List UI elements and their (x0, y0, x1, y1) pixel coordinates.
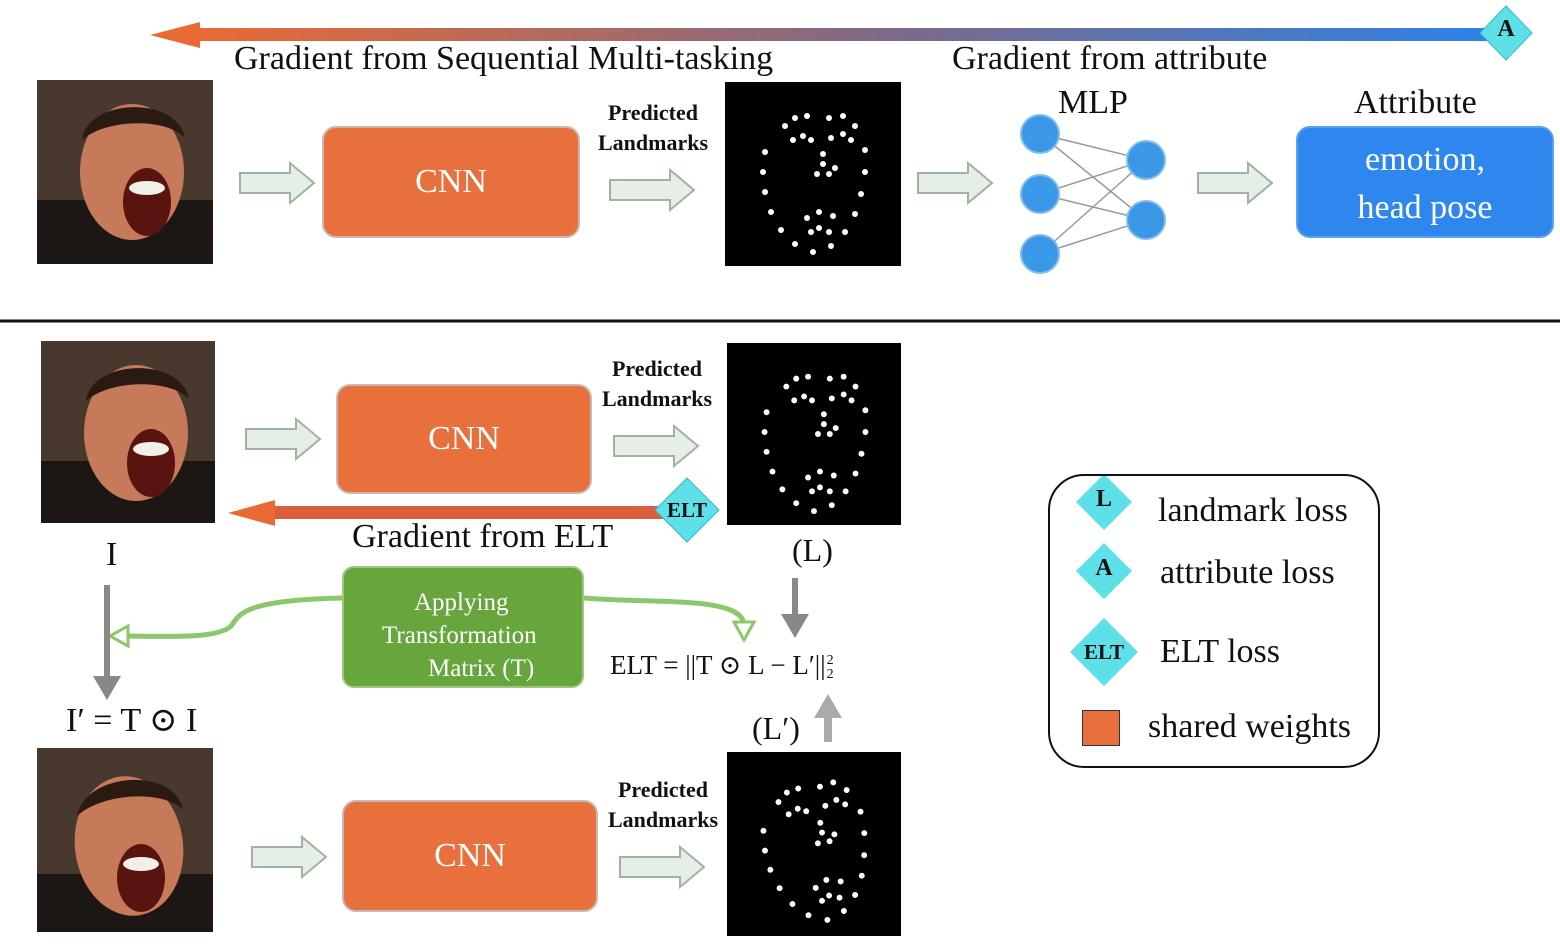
predicted-label-line1: Predicted (617, 777, 708, 802)
predicted-label-line1: Predicted (611, 356, 702, 381)
legend-label-elt-loss: ELT loss (1160, 633, 1280, 670)
gradient-elt-label: Gradient from ELT (352, 518, 614, 555)
attribute-title: Attribute (1354, 84, 1477, 121)
image-label-I: I (106, 536, 118, 573)
face-image-transformed (37, 748, 213, 932)
mlp-network (1020, 114, 1166, 274)
legend-shared-weights-swatch (1082, 710, 1120, 746)
flow-arrow-mid-1 (245, 416, 322, 462)
predicted-label-line1: Predicted (607, 100, 698, 125)
flow-arrow-top-2 (609, 167, 696, 213)
transformed-image-label: I′ = T ⊙ I (66, 702, 198, 739)
predicted-landmarks-label-top: Predicted Landmarks (588, 98, 718, 158)
landmark-label-L: (L) (792, 532, 833, 568)
elt-formula-sub: 2 (826, 666, 834, 682)
transform-arrows (106, 595, 757, 649)
flow-arrow-mid-2 (613, 423, 700, 469)
predicted-landmarks-label-middle: Predicted Landmarks (592, 354, 722, 414)
cnn-box-bottom: CNN (342, 800, 598, 912)
flow-arrow-top-1 (239, 160, 316, 206)
transform-line1: Applying (414, 589, 509, 616)
legend-badge-attribute: A (1095, 555, 1113, 581)
elt-gradient-arrow (228, 500, 670, 526)
attribute-box: emotion, head pose (1296, 126, 1554, 238)
attribute-line2: head pose (1357, 189, 1493, 226)
mlp-node (1126, 140, 1166, 180)
cnn-box-middle: CNN (336, 384, 592, 494)
cnn-box-top: CNN (322, 126, 580, 238)
elt-loss-diamond (654, 477, 720, 543)
landmark-image-top (725, 82, 901, 266)
legend-elt-diamond (1070, 618, 1138, 686)
legend-label-attribute-loss: attribute loss (1160, 554, 1335, 591)
legend-badge-landmark: L (1095, 486, 1112, 512)
legend-label-landmark-loss: landmark loss (1158, 492, 1348, 529)
transform-line2: Transformation (382, 622, 537, 649)
top-gradient-arrow (150, 22, 1500, 48)
legend-label-shared-weights: shared weights (1148, 708, 1352, 745)
elt-loss-badge: ELT (666, 498, 708, 522)
gradient-seq-label: Gradient from Sequential Multi-tasking (234, 40, 774, 77)
legend-landmark-diamond (1076, 474, 1132, 530)
mlp-node (1020, 114, 1060, 154)
gradient-attr-label: Gradient from attribute (952, 40, 1268, 77)
flow-arrow-top-4 (1197, 160, 1274, 206)
predicted-label-line2: Landmarks (597, 130, 709, 155)
mlp-label: MLP (1058, 84, 1128, 121)
flow-arrow-top-3 (917, 160, 994, 206)
legend-badge-elt: ELT (1083, 640, 1125, 664)
mlp-node (1020, 234, 1060, 274)
attribute-loss-badge: A (1497, 16, 1515, 42)
gray-arrows (93, 578, 842, 742)
predicted-label-line2: Landmarks (607, 807, 719, 832)
attribute-loss-diamond (1479, 5, 1533, 61)
mlp-node (1126, 200, 1166, 240)
legend-attribute-diamond (1076, 543, 1132, 599)
mlp-node (1020, 174, 1060, 214)
flow-arrow-bot-2 (619, 844, 706, 890)
predicted-label-line2: Landmarks (601, 386, 713, 411)
transform-line3: Matrix (T) (428, 655, 535, 682)
predicted-landmarks-label-bottom: Predicted Landmarks (598, 775, 728, 835)
landmark-image-middle (727, 343, 901, 525)
transformed-landmark-label: (L′) (752, 710, 800, 746)
transform-matrix-box: Applying Transformation Matrix (T) (342, 566, 584, 688)
flow-arrow-bot-1 (251, 834, 328, 880)
attribute-line1: emotion, (1365, 141, 1485, 178)
face-image-top (37, 80, 213, 264)
elt-formula-text: ELT = ||T ⊙ L − L′|| (610, 650, 826, 680)
elt-formula-sup: 2 (826, 652, 834, 668)
face-image-input (41, 341, 215, 523)
landmark-image-bottom (727, 752, 901, 936)
legend-box (1048, 474, 1380, 768)
